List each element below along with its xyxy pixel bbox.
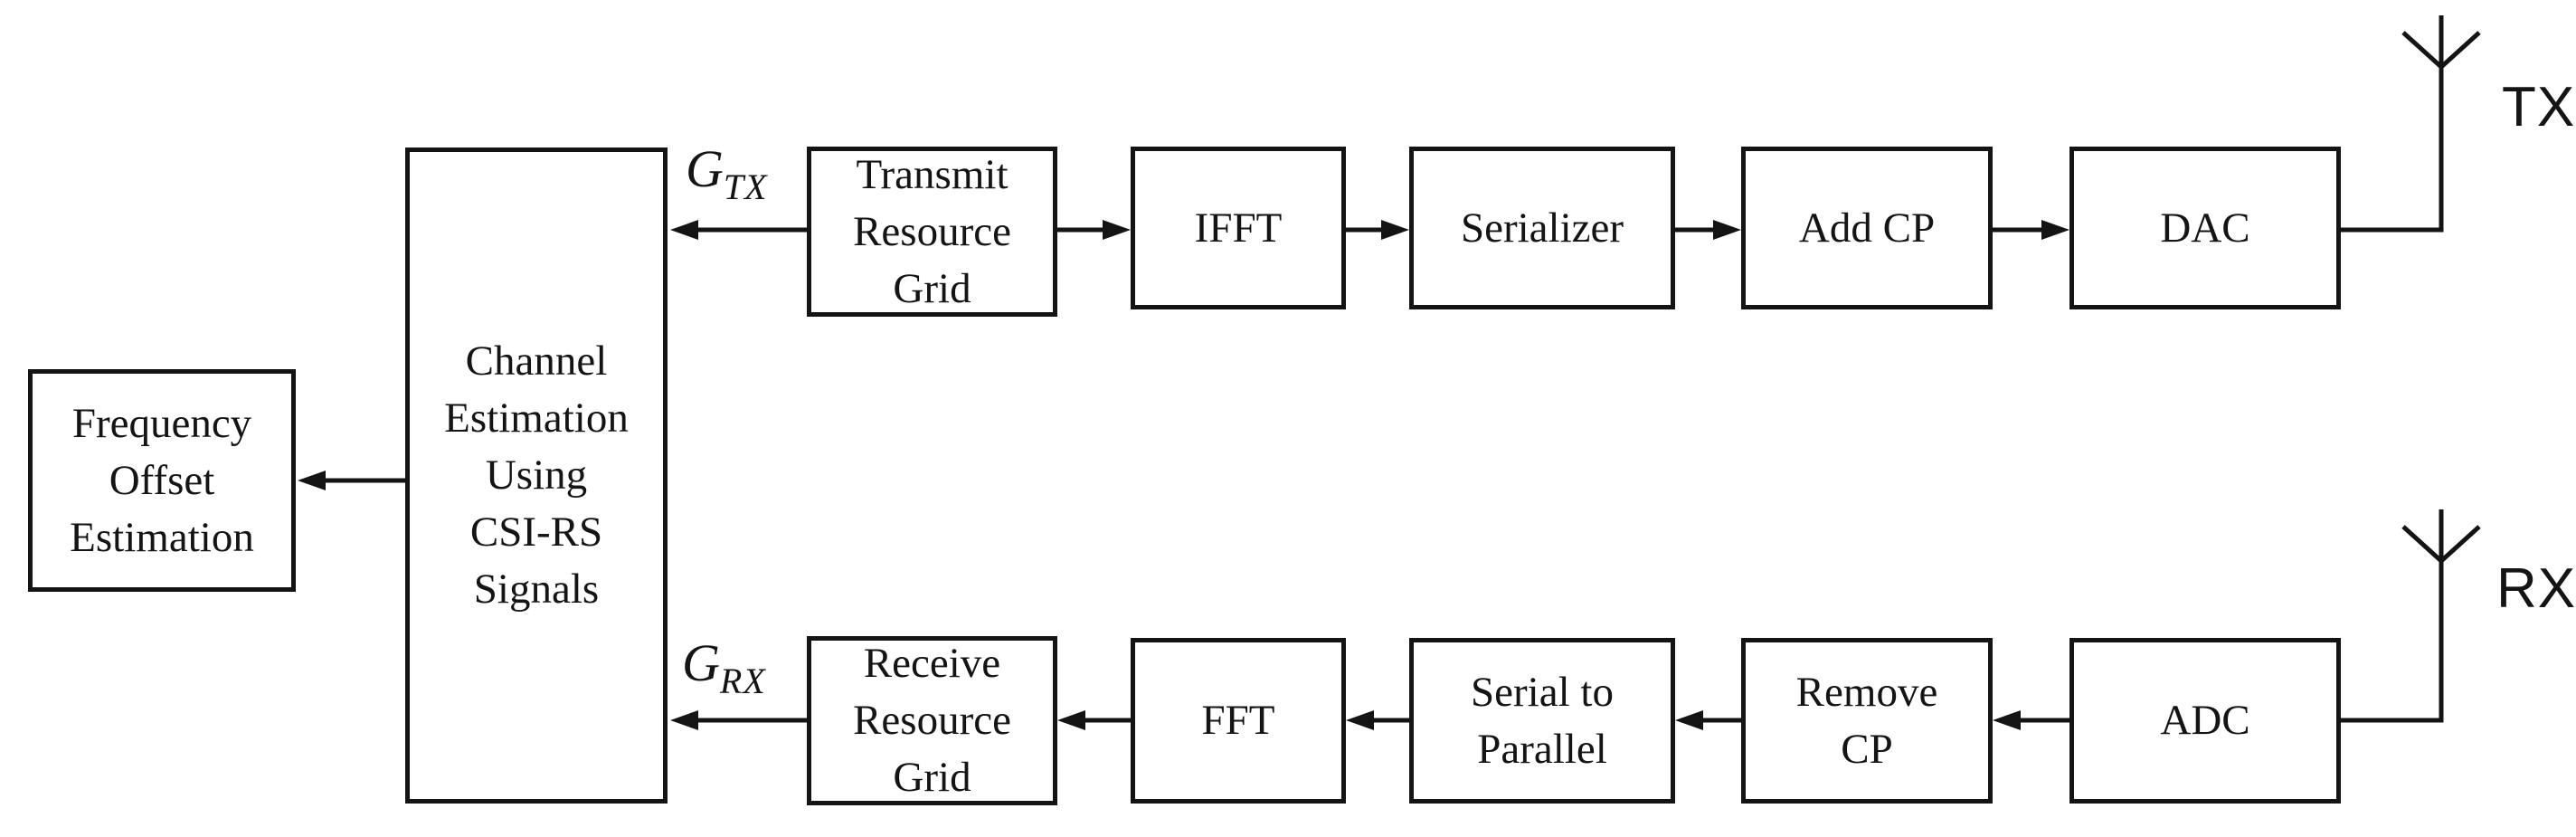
tx-antenna-label: TX [2502,76,2576,138]
block-dac: DAC [2069,147,2341,309]
rx-gain-label: GRX [682,637,766,708]
rx-gain-base: G [682,633,720,692]
block-serializer: Serializer [1409,147,1675,309]
block-transmit-resource-grid: Transmit Resource Grid [807,147,1057,317]
arrowhead-grid-to-channel-tx [670,220,698,240]
arrowhead-rrg-to-channel [670,710,698,730]
arrowhead-serializer-to-addcp [1713,220,1741,240]
block-serial-to-parallel: Serial to Parallel [1409,638,1675,804]
block-channel-estimation: Channel Estimation Using CSI-RS Signals [405,147,668,804]
block-label-add-cp: Add CP [1798,204,1936,252]
arrowhead-s2p-to-fft [1346,710,1374,730]
rx-antenna-icon [2401,525,2481,565]
block-fft: FFT [1131,638,1346,804]
block-label-channel-estimation: Channel Estimation Using CSI-RS Signals [444,338,629,613]
block-add-cp: Add CP [1741,147,1993,309]
tx-gain-label: GTX [686,143,768,214]
block-label-dac: DAC [2160,204,2250,252]
rx-antenna-label: RX [2496,557,2576,620]
block-label-serializer: Serializer [1460,204,1624,252]
block-adc: ADC [2069,638,2341,804]
block-label-serial-to-parallel: Serial to Parallel [1471,668,1614,773]
block-receive-resource-grid: Receive Resource Grid [807,636,1057,805]
arrowhead-removecp-to-s2p [1675,710,1703,730]
block-label-frequency-offset-estimation: Frequency Offset Estimation [70,399,254,561]
wire-dac-to-tx-antenna [2341,15,2444,233]
arrowhead-fft-to-rrg [1057,710,1085,730]
arrowhead-addcp-to-dac [2041,220,2069,240]
tx-antenna-icon [2401,31,2481,71]
block-ifft: IFFT [1131,147,1346,309]
block-frequency-offset-estimation: Frequency Offset Estimation [28,369,296,592]
arrowhead-channel-to-freq-offset [298,471,326,490]
arrowhead-ifft-to-serializer [1381,220,1409,240]
arrowhead-adc-to-removecp [1993,710,2021,730]
block-label-ifft: IFFT [1194,204,1283,252]
block-remove-cp: Remove CP [1741,638,1993,804]
arrowhead-trg-to-ifft [1103,220,1131,240]
block-label-remove-cp: Remove CP [1795,668,1938,773]
tx-gain-base: G [686,139,724,198]
block-label-fft: FFT [1201,697,1275,744]
block-label-receive-resource-grid: Receive Resource Grid [853,640,1011,801]
block-label-adc: ADC [2160,697,2250,744]
tx-gain-subscript: TX [723,166,768,207]
rx-gain-subscript: RX [719,661,766,701]
block-label-transmit-resource-grid: Transmit Resource Grid [853,150,1011,312]
wire-rx-antenna-to-adc [2341,509,2444,723]
